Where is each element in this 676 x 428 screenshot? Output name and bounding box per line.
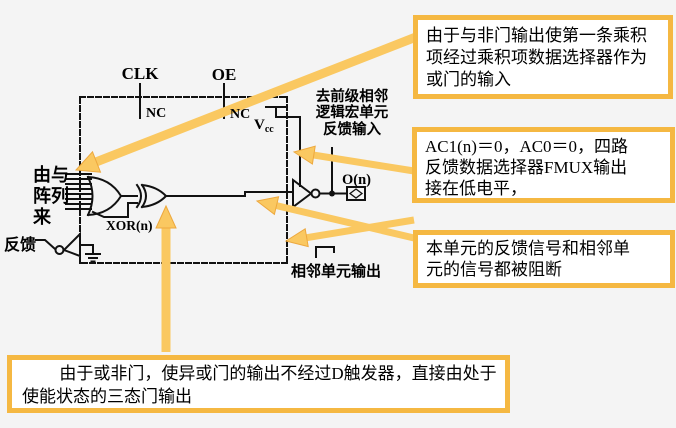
arrow-shaft-fmux [313, 151, 415, 175]
prev-stage-label-line1: 去前级相邻 [316, 87, 389, 105]
callout-text-line: 本单元的反馈信号和相邻单 [426, 239, 630, 258]
arrow-shaft-blocked-1 [275, 202, 415, 242]
feedback-label: 反馈 [4, 235, 36, 254]
clk-label: CLK [122, 64, 160, 83]
arrow-shaft-product-term [94, 32, 418, 167]
output-pin-label: O(n) [342, 172, 371, 188]
callout-text-line: 反馈数据选择器FMUX输出 [425, 158, 628, 177]
feedback-buffer-gate [62, 231, 81, 258]
callout-tristate-output: 由于或非门，使异或门的输出不经过D触发器，直接由处于 使能状态的三态门输出 [7, 355, 510, 413]
callout-text-line: AC1(n)＝0，AC0＝0，四路 [425, 137, 629, 156]
and-array-label-line1: 由与 [33, 164, 69, 185]
arrow-head-blocked-1 [255, 196, 280, 216]
callout-text-line: 或门的输入 [426, 70, 511, 89]
arrow-shaft-blocked-2 [306, 216, 415, 242]
arrow-head-fmux [292, 145, 316, 165]
callout-text-line: 由于与非门输出使第一条乘积 [426, 26, 647, 45]
ground-icon [85, 253, 101, 263]
prev-stage-label-line2: 逻辑宏单元 [316, 103, 389, 121]
callout-product-term: 由于与非门输出使第一条乘积 项经过乘积项数据选择器作为 或门的输入 [413, 15, 673, 99]
arrow-head-tristate [155, 204, 177, 229]
or-gate [86, 175, 123, 217]
callout-text-line: 使能状态的三态门输出 [22, 387, 192, 406]
nc-clk-label: NC [146, 106, 166, 121]
callout-fmux-low: AC1(n)＝0，AC0＝0，四路 反馈数据选择器FMUX输出 接在低电平， [412, 127, 675, 203]
callout-text-line: 由于或非门，使异或门的输出不经过D触发器，直接由处于 [59, 364, 497, 383]
callout-text-line: 项经过乘积项数据选择器作为 [426, 48, 647, 67]
feedback-ground-wire [79, 244, 94, 255]
prev-stage-label-line3: 反馈输入 [323, 120, 381, 138]
and-array-label-line3: 来 [32, 207, 52, 227]
and-array-input-lines [65, 173, 92, 210]
tristate-gate [292, 178, 313, 209]
macrocell-boundary-dashed-box [79, 96, 288, 264]
output-pin-diamond [348, 188, 364, 199]
vcc-label: Vcc [254, 117, 274, 135]
xor-second-input-wire [91, 202, 138, 218]
xor-label: XOR(n) [106, 218, 153, 233]
xor-output-wire [165, 191, 294, 197]
output-pin-icon [346, 186, 366, 201]
adjacent-output-label: 相邻单元输出 [291, 262, 381, 280]
oe-label: OE [212, 65, 237, 84]
xor-gate [135, 183, 168, 209]
tristate-bubble-icon [310, 188, 321, 199]
callout-text-line: 元的信号都被阻断 [426, 260, 562, 279]
feedback-bubble-icon [54, 245, 65, 255]
callout-signals-blocked: 本单元的反馈信号和相邻单 元的信号都被阻断 [413, 230, 675, 288]
vcc-icon [265, 106, 301, 187]
junction-dot [329, 190, 335, 197]
callout-text-line: 接在低电平， [425, 179, 527, 198]
and-array-label-line2: 阵列 [33, 185, 69, 206]
adjacent-output-wire [315, 246, 335, 258]
arrow-head-blocked-2 [284, 227, 309, 248]
nc-oe-label: NC [230, 107, 250, 122]
callout-arrows [74, 32, 418, 352]
feedback-out-wire [35, 239, 57, 251]
arrow-head-product-term [74, 150, 102, 173]
